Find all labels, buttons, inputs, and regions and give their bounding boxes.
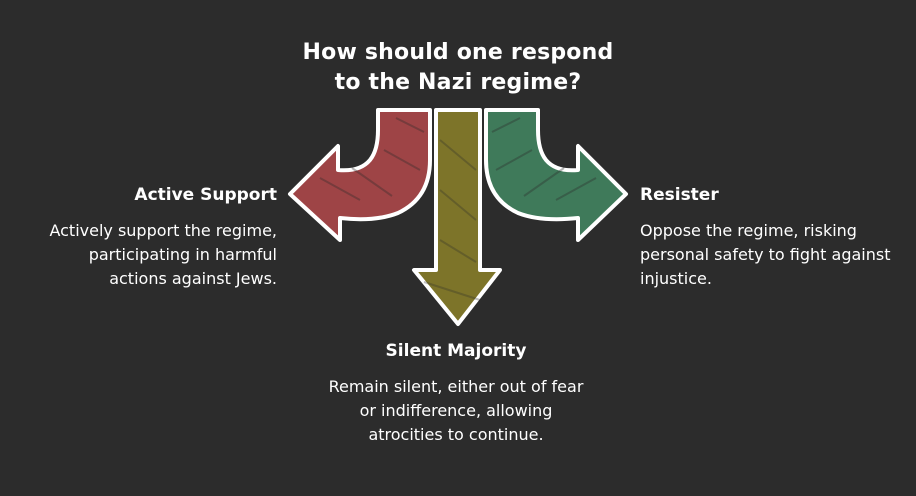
diagram-title: How should one respond to the Nazi regim… <box>258 38 658 98</box>
silent-majority-heading: Silent Majority <box>385 341 527 361</box>
resister-heading: Resister <box>640 185 719 205</box>
curved-arrow-right-icon <box>484 108 628 242</box>
resister-description: Oppose the regime, risking personal safe… <box>640 221 891 288</box>
active-support-heading: Active Support <box>134 185 277 205</box>
active-support-description: Actively support the regime, participati… <box>49 221 277 288</box>
silent-majority-description: Remain silent, either out of fear or ind… <box>328 377 584 444</box>
arrow-down-icon <box>412 108 502 326</box>
curved-arrow-left-icon <box>288 108 432 242</box>
title-line-1: How should one respond <box>302 40 614 65</box>
title-line-2: to the Nazi regime? <box>334 70 582 95</box>
